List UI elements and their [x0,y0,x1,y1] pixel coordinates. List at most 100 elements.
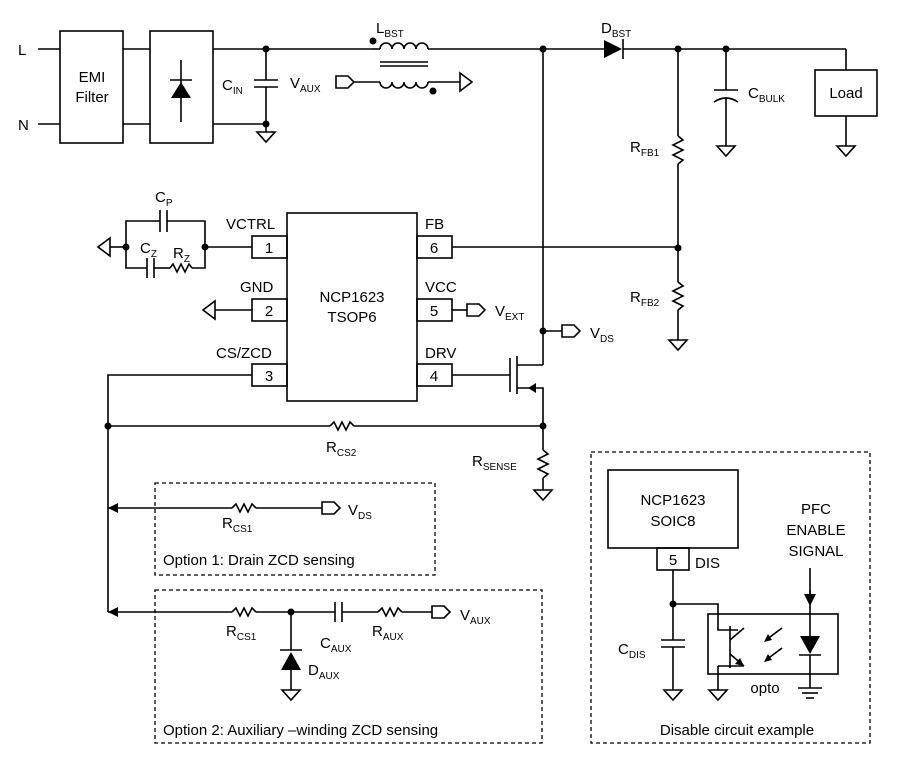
phototransistor [707,626,745,702]
bridge-diode-symbol [170,60,192,122]
vds2-port [321,501,342,515]
load-label: Load [829,85,862,102]
comp-ground-icon [96,236,111,258]
vds-port [561,324,582,338]
pin-drv-label: DRV [425,345,456,362]
lbst-label: LBST [376,20,404,40]
rcs2-resistor [329,420,355,432]
vaux-in-label: VAUX [290,75,321,95]
pin-cszcd-label: CS/ZCD [216,345,272,362]
line-N-label: N [18,117,29,134]
lbst-primary-winding [379,42,429,50]
cszcd-bus [107,374,252,612]
daux-label: DAUX [308,662,340,682]
emi-label-1: EMI [79,69,106,86]
cdis-capacitor [661,639,685,702]
pin-vctrl-label: VCTRL [226,216,275,233]
dbst-diode [604,39,624,59]
pin-vcc-label: VCC [425,279,457,296]
light-arrows-icon [764,627,783,662]
dis-pin-number: 5 [669,552,677,569]
cin-label: CIN [222,77,243,97]
rcs1-option2-resistor [231,606,257,618]
pin-fb-label: FB [425,216,444,233]
vext-port [466,303,487,317]
pfc-label-2: ENABLE [786,522,845,539]
option2-arrow-icon [108,607,118,617]
cz-label: CZ [140,240,157,260]
vext-label: VEXT [495,303,524,323]
vaux-in-port [335,75,356,89]
dbst-label: DBST [601,20,631,40]
vds-label: VDS [590,325,614,345]
emi-label-2: Filter [75,89,108,106]
soic-chip-name: NCP1623 [640,492,705,509]
rsense-ground-icon [532,489,554,502]
option2-box [154,589,543,744]
pin-3-number: 3 [265,368,273,385]
rcs2-label: RCS2 [326,439,357,459]
option1-caption: Option 1: Drain ZCD sensing [163,552,355,569]
opto-label: opto [750,680,779,697]
option2-caption: Option 2: Auxiliary –winding ZCD sensing [163,722,438,739]
cdis-label: CDIS [618,641,646,661]
option1-arrow-icon [108,503,118,513]
dis-pin-label: DIS [695,555,720,572]
rfb2-label: RFB2 [630,289,660,309]
ncp1623-tsop6-chip [286,212,418,402]
rfb1-resistor [671,135,685,165]
line-L-label: L [18,42,26,59]
cbulk-capacitor [713,49,739,158]
load-ground-icon [835,145,857,158]
pfc-label-3: SIGNAL [788,543,843,560]
soic-chip-package: SOIC8 [650,513,695,530]
chip-name: NCP1623 [319,289,384,306]
rfb2-ground-icon [667,339,689,352]
rcs1-option2-label: RCS1 [226,623,257,643]
vaux2-port [431,605,452,619]
cp-label: CP [155,189,173,209]
disable-circuit-box [590,451,871,744]
lbst-aux-dot [429,87,437,95]
pin-gnd-label: GND [240,279,274,296]
pfc-label-1: PFC [801,501,831,518]
daux-diode [280,612,302,702]
option1-box [154,482,436,576]
pin-5-number: 5 [430,303,438,320]
aux-ground-icon [459,71,474,93]
vds2-label: VDS [348,502,372,522]
cp-capacitor [125,210,206,247]
rz-label: RZ [173,245,190,265]
optocoupler [707,613,839,675]
rfb1-label: RFB1 [630,139,660,159]
ncp1623-soic8-chip [607,469,739,549]
rsense-label: RSENSE [472,453,517,473]
caux-label: CAUX [320,635,352,655]
opto-led [798,590,822,699]
rcs1-option1-label: RCS1 [222,515,253,535]
pin-2-number: 2 [265,303,273,320]
gnd-pin-ground-icon [201,299,216,321]
bridge-rectifier-block [149,30,214,144]
pin-1-number: 1 [265,240,273,257]
pin-4-number: 4 [430,368,438,385]
rcs1-option1-resistor [231,502,257,514]
vaux2-label: VAUX [460,607,491,627]
emi-filter-block [59,30,124,144]
lbst-primary-dot [369,37,377,45]
rfb2-resistor [671,281,685,311]
rz-resistor [169,262,193,274]
disable-caption: Disable circuit example [660,722,814,739]
cz-capacitor [125,247,170,278]
cin-capacitor [254,45,278,144]
cbulk-label: CBULK [748,85,785,105]
raux-label: RAUX [372,623,404,643]
raux-resistor [377,606,403,618]
chip-package: TSOP6 [327,309,376,326]
lbst-aux-winding [379,81,429,89]
pfc-enable-arrow-icon [804,594,816,606]
mosfet-switch [509,356,544,426]
rsense-resistor [536,449,550,479]
pin-6-number: 6 [430,240,438,257]
